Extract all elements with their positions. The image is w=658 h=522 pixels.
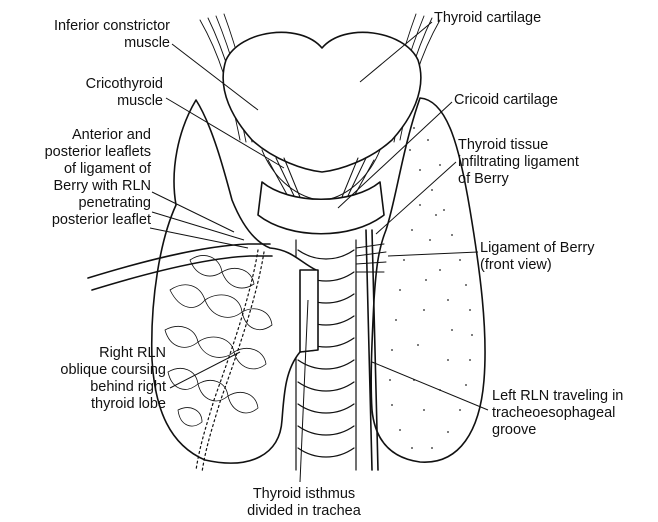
label-ligament-front: Ligament of Berry (front view) [480,240,594,274]
label-thyroid-cartilage: Thyroid cartilage [434,10,541,27]
label-ligament-leaflets: Anterior and posterior leaflets of ligam… [20,127,151,229]
label-isthmus: Thyroid isthmus divided in trachea [224,486,384,520]
label-cricoid-cartilage: Cricoid cartilage [454,92,558,109]
label-right-rln: Right RLN oblique coursing behind right … [14,345,166,413]
isthmus-cut [300,270,318,352]
thyroid-cartilage-shape [223,32,421,172]
label-cricothyroid: Cricothyroid muscle [40,76,163,110]
left-rln-path [366,230,372,470]
label-inferior-constrictor: Inferior constrictor muscle [20,18,170,52]
label-thyroid-tissue: Thyroid tissue infiltrating ligament of … [458,137,579,188]
label-left-rln: Left RLN traveling in tracheoesophageal … [492,388,623,439]
cricoid-shape [258,182,384,234]
